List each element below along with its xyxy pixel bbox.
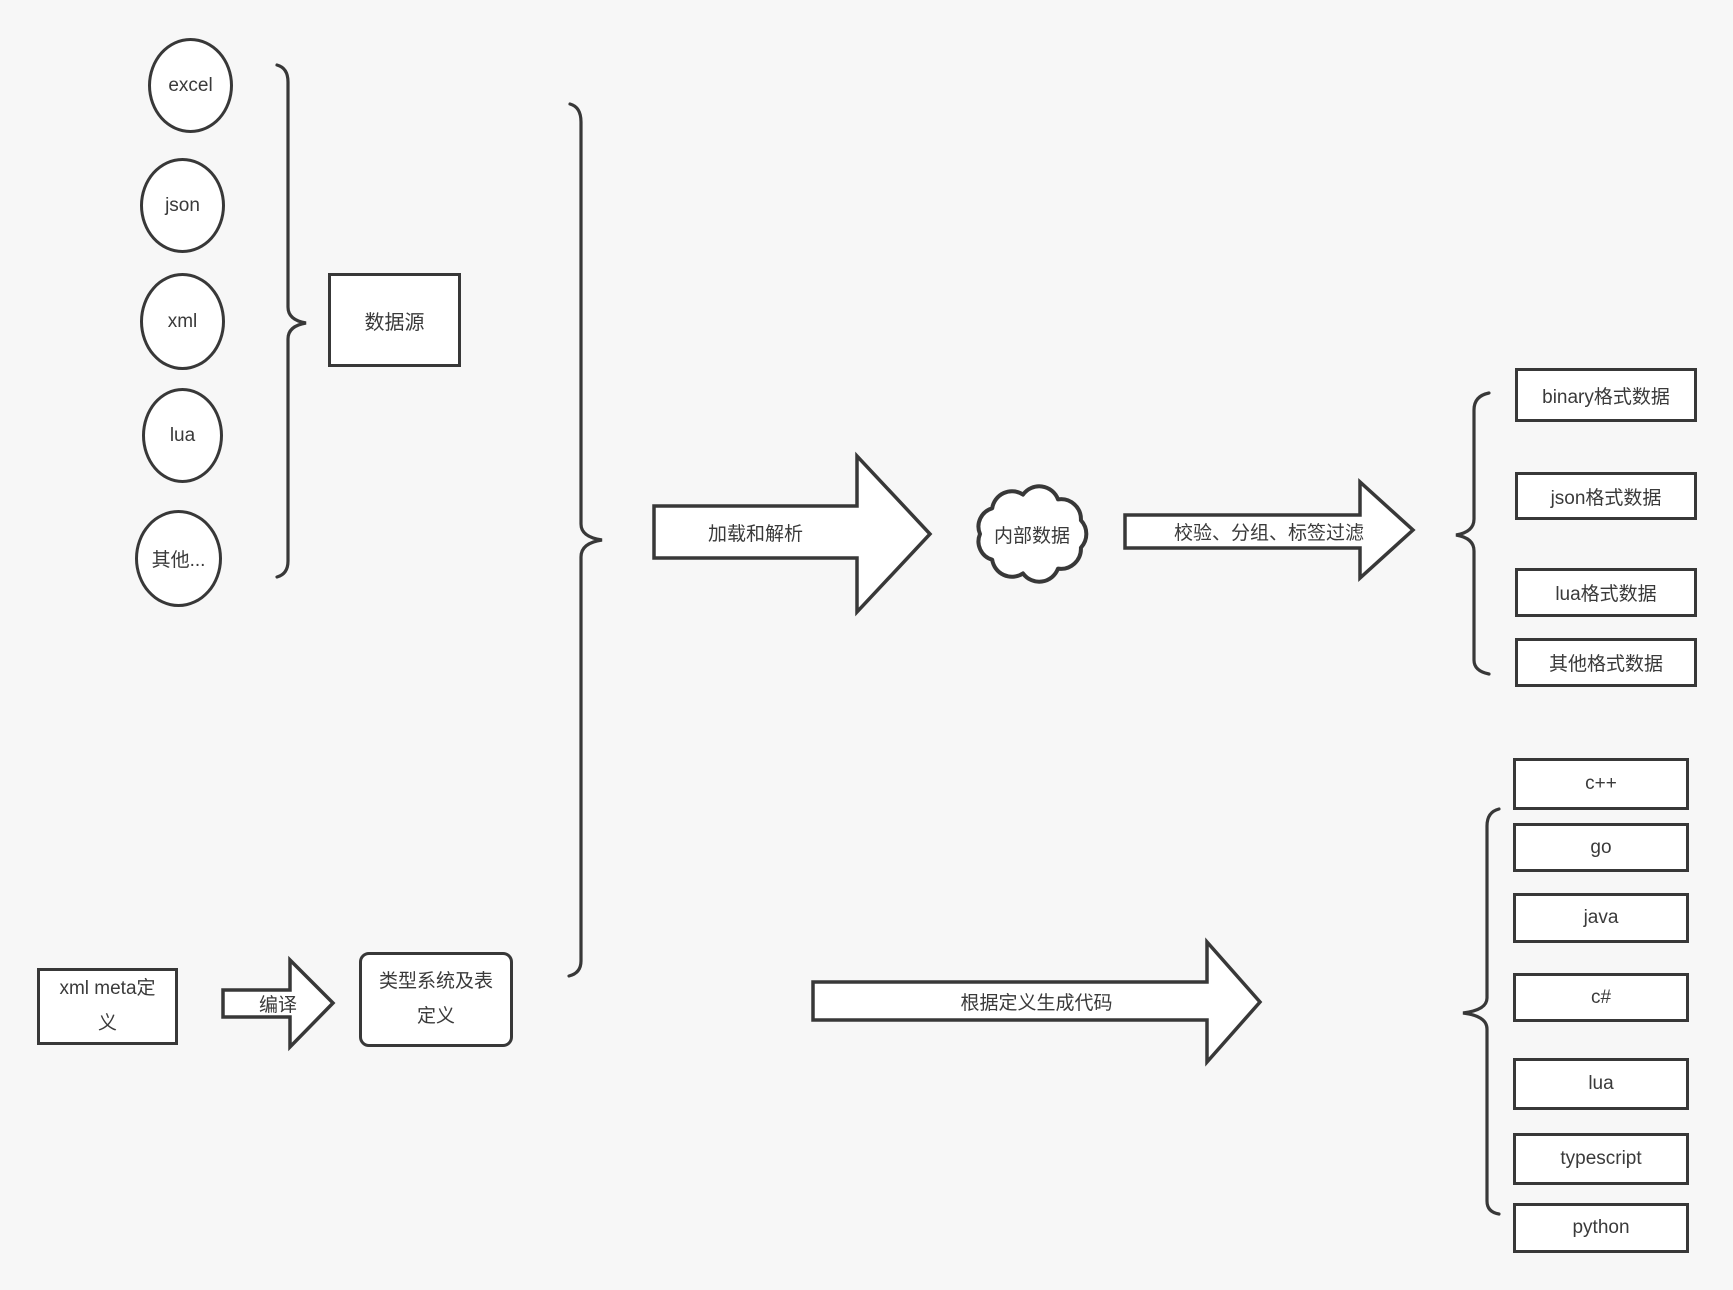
xml-meta-box: xml meta定义 [37, 968, 178, 1045]
data-source-group-label: 数据源 [364, 311, 425, 334]
internal-data-cloud [976, 484, 1089, 584]
language-box-java: java [1513, 893, 1689, 943]
source-node-label: xml [167, 310, 198, 332]
source-node-label: json [165, 194, 200, 216]
language-box-label: java [1583, 907, 1619, 928]
filter-arrow [1123, 478, 1416, 582]
language-box-label: typescript [1560, 1148, 1642, 1169]
language-box-lua: lua [1513, 1058, 1689, 1110]
data-source-group-box: 数据源 [328, 273, 461, 367]
xml-meta-box-label: xml meta定义 [59, 978, 156, 1034]
source-node-label: 其他... [151, 550, 206, 571]
format-box-label: binary格式数据 [1542, 386, 1670, 408]
source-node-label: excel [168, 74, 213, 96]
language-box-cpp: c++ [1513, 758, 1689, 810]
load-parse-arrow [652, 451, 933, 617]
format-box-binary: binary格式数据 [1515, 368, 1697, 422]
generate-code-arrow [811, 937, 1263, 1067]
language-box-typescript: typescript [1513, 1133, 1689, 1185]
source-node-json: json [140, 158, 225, 253]
language-box-csharp: c# [1513, 973, 1689, 1022]
languages-brace [1462, 807, 1501, 1216]
inputs-brace [567, 102, 603, 978]
language-box-go: go [1513, 823, 1689, 872]
source-node-label: lua [169, 424, 196, 446]
type-system-box: 类型系统及表定义 [359, 952, 513, 1047]
source-node-other: 其他... [135, 510, 222, 607]
type-system-box-label: 类型系统及表定义 [378, 971, 493, 1027]
format-box-json: json格式数据 [1515, 472, 1697, 520]
formats-brace [1455, 391, 1491, 676]
language-box-label: python [1572, 1217, 1630, 1238]
language-box-python: python [1513, 1203, 1689, 1253]
source-node-xml: xml [140, 273, 225, 370]
sources-brace [275, 63, 307, 579]
format-box-label: 其他格式数据 [1548, 654, 1663, 675]
language-box-label: lua [1588, 1073, 1614, 1094]
language-box-label: go [1590, 836, 1612, 858]
source-node-lua: lua [142, 388, 223, 483]
format-box-other: 其他格式数据 [1515, 638, 1697, 687]
source-node-excel: excel [148, 38, 233, 133]
format-box-label: json格式数据 [1550, 487, 1662, 509]
format-box-label: lua格式数据 [1555, 584, 1657, 605]
format-box-lua: lua格式数据 [1515, 568, 1697, 617]
compile-arrow [221, 955, 336, 1052]
language-box-label: c# [1590, 986, 1612, 1008]
language-box-label: c++ [1585, 773, 1617, 794]
